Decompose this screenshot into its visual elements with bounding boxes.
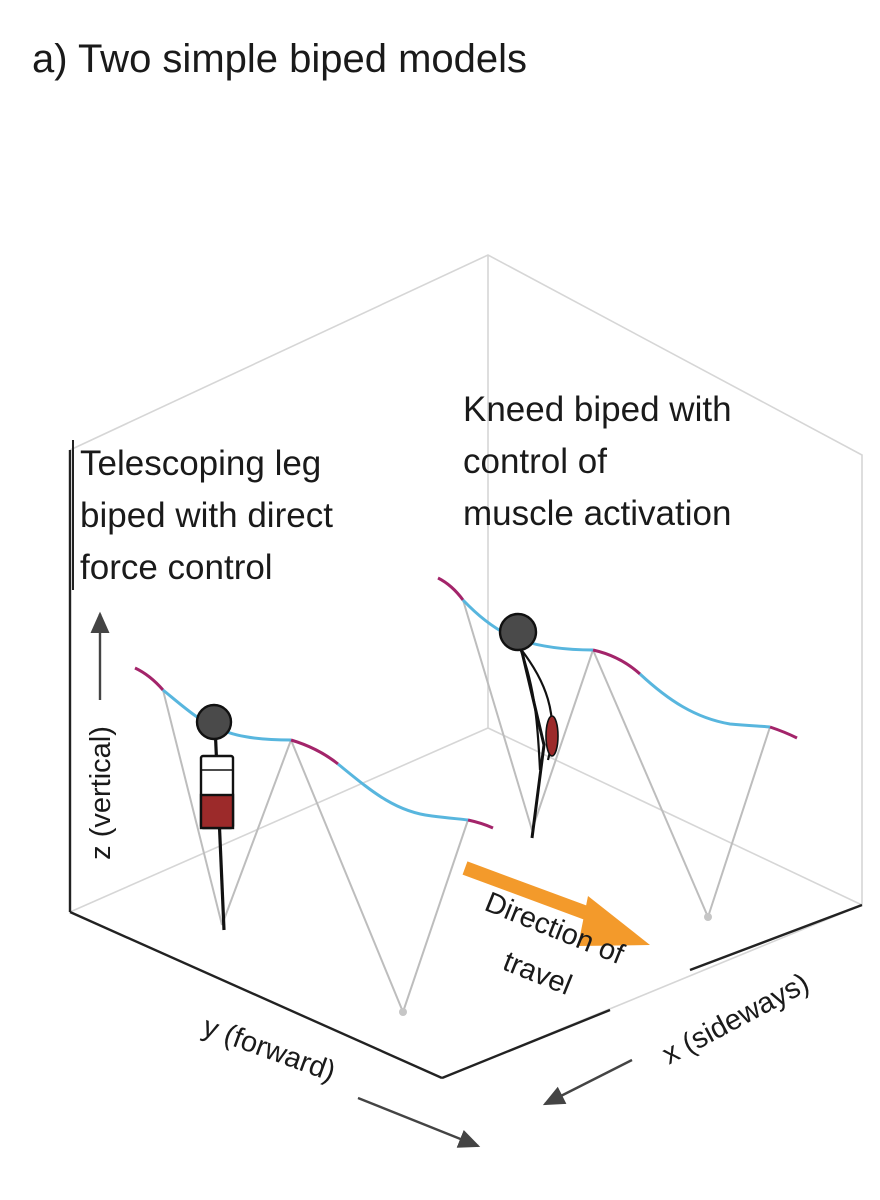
kneed-label-line-2: control of [463,442,607,481]
footfall-marker [399,1008,407,1016]
x-axis-arrow [542,1058,633,1106]
kneed-body-mass [498,612,538,652]
kneed-biped-label: Kneed biped with control of muscle activ… [463,390,732,533]
figure-title: a) Two simple biped models [32,37,527,81]
x-axis-label: x (sideways) [657,967,814,1071]
kneed-label-line-3: muscle activation [463,494,731,533]
direction-of-travel: Direction of travel [462,861,650,1002]
telescoping-biped-model [195,703,235,931]
telescoping-label-line-1: Telescoping leg [80,444,321,483]
footfall-marker [704,913,712,921]
direction-label-line-2: travel [498,946,576,1002]
telescoping-biped-trajectory [134,666,494,1016]
kneed-label-line-1: Kneed biped with [463,390,732,429]
kneed-biped-model [498,612,559,839]
z-axis-label: z (vertical) [85,726,117,860]
telescoping-label-line-2: biped with direct [80,496,333,535]
kneed-biped-trajectory [437,576,798,921]
y-axis-arrow [357,1096,481,1148]
telescoping-body-mass [195,703,233,741]
kneed-muscle-actuator [545,715,559,757]
telescoping-biped-label: Telescoping leg biped with direct force … [72,440,333,590]
direction-arrowhead [578,896,650,946]
telescoping-label-line-3: force control [80,548,273,587]
axes-box [68,254,863,1080]
